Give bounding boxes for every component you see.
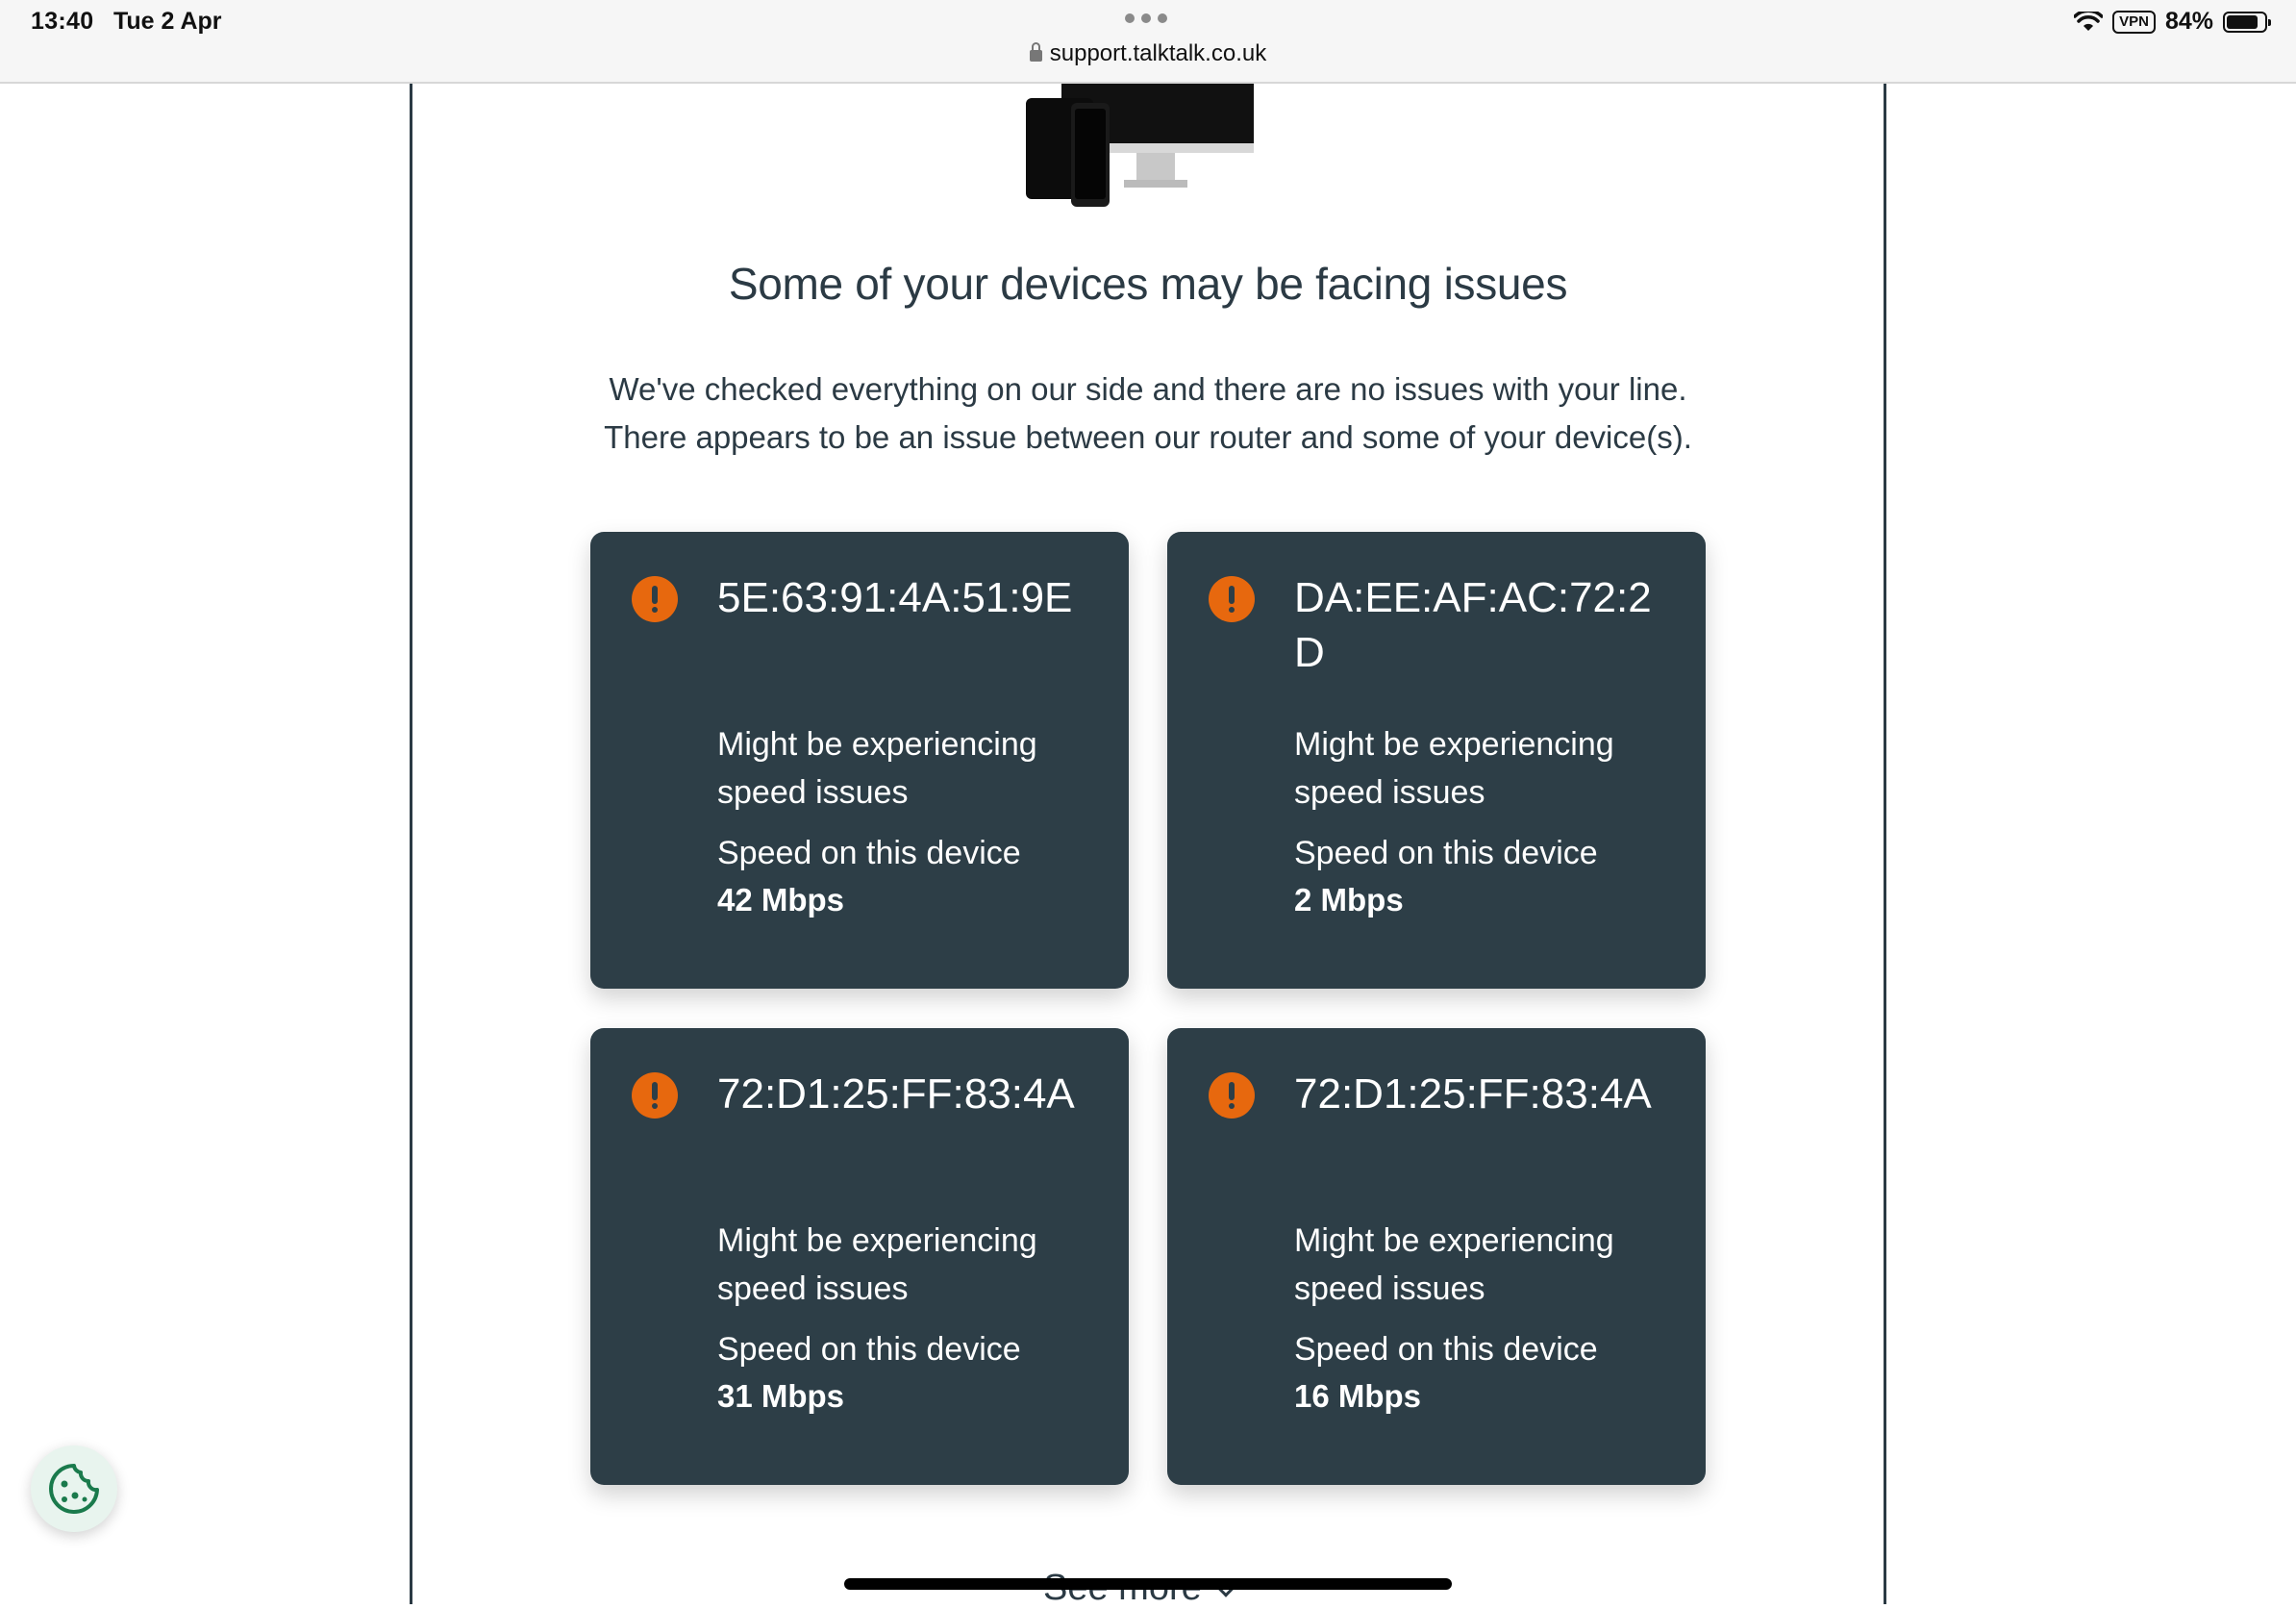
address-bar[interactable]: support.talktalk.co.uk [0, 40, 2296, 67]
devices-illustration [1026, 84, 1254, 207]
device-card[interactable]: 72:D1:25:FF:83:4A Might be experiencing … [1167, 1028, 1706, 1485]
status-bar: 13:40 Tue 2 Apr support.talktalk.co.uk V… [0, 0, 2296, 84]
battery-percent: 84% [2164, 8, 2213, 35]
vpn-badge: VPN [2112, 10, 2156, 34]
speed-value: 31 Mbps [717, 1378, 845, 1414]
device-card[interactable]: 72:D1:25:FF:83:4A Might be experiencing … [590, 1028, 1129, 1485]
wifi-icon [2074, 11, 2104, 31]
speed-label: Speed on this device [717, 1331, 1021, 1368]
tab-menu-dots-icon[interactable] [1125, 13, 1167, 23]
battery-icon [2223, 11, 2271, 33]
description-line-1: We've checked everything on our side and… [609, 371, 1687, 407]
device-status: Might be experiencing speed issues [717, 726, 1037, 811]
url-text: support.talktalk.co.uk [1049, 40, 1267, 66]
page-border-right [1884, 84, 1886, 1604]
warning-icon [1209, 576, 1255, 622]
warning-icon [1209, 1072, 1255, 1119]
status-icons: VPN 84% [2074, 8, 2271, 36]
speed-label: Speed on this device [717, 835, 1021, 871]
page-border-left [410, 84, 412, 1604]
device-status: Might be experiencing speed issues [1294, 726, 1614, 811]
lock-icon [1029, 42, 1042, 62]
speed-label: Speed on this device [1294, 1331, 1598, 1368]
speed-value: 2 Mbps [1294, 882, 1404, 918]
device-mac: 72:D1:25:FF:83:4A [1294, 1070, 1652, 1118]
page-description: We've checked everything on our side and… [412, 365, 1884, 462]
cookie-settings-button[interactable] [31, 1446, 117, 1532]
speed-label: Speed on this device [1294, 835, 1598, 871]
device-status: Might be experiencing speed issues [717, 1222, 1037, 1307]
page-title: Some of your devices may be facing issue… [728, 259, 1568, 309]
device-mac: 5E:63:91:4A:51:9E [717, 574, 1073, 621]
speed-value: 16 Mbps [1294, 1378, 1422, 1414]
date: Tue 2 Apr [113, 8, 222, 35]
cookie-icon [49, 1464, 99, 1514]
device-mac: 72:D1:25:FF:83:4A [717, 1070, 1075, 1118]
device-card[interactable]: 5E:63:91:4A:51:9E Might be experiencing … [590, 532, 1129, 989]
warning-icon [632, 576, 678, 622]
speed-value: 42 Mbps [717, 882, 845, 918]
home-indicator[interactable] [844, 1578, 1452, 1590]
clock: 13:40 [31, 8, 94, 35]
description-line-2: There appears to be an issue between our… [604, 419, 1692, 455]
device-status: Might be experiencing speed issues [1294, 1222, 1614, 1307]
device-mac: DA:EE:AF:AC:72:2D [1294, 574, 1652, 676]
warning-icon [632, 1072, 678, 1119]
device-card[interactable]: DA:EE:AF:AC:72:2D Might be experiencing … [1167, 532, 1706, 989]
